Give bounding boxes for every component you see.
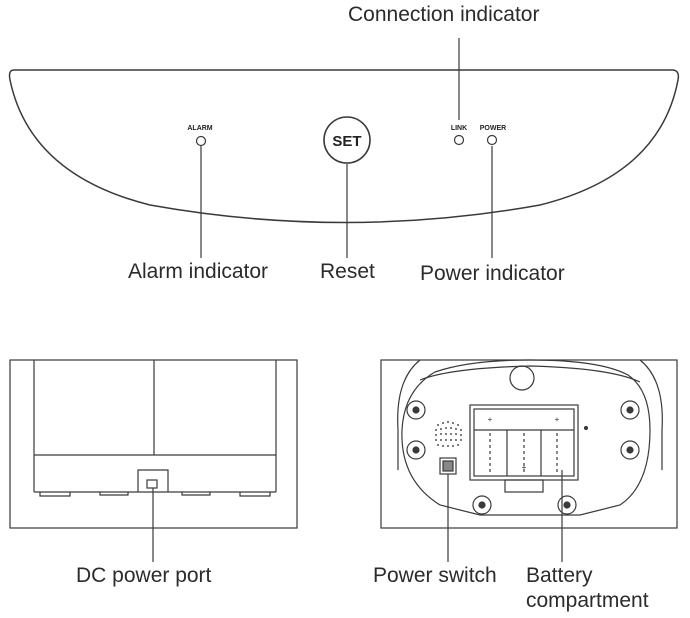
reset-label: Reset bbox=[320, 260, 375, 283]
power-switch-label: Power switch bbox=[373, 564, 497, 587]
battery-compartment-icon: + + + bbox=[469, 404, 589, 493]
top-panel-outline bbox=[8, 69, 680, 224]
svg-text:+: + bbox=[522, 463, 527, 472]
underside-view: + + + bbox=[380, 359, 678, 529]
underside-body-outline bbox=[401, 359, 651, 516]
link-led-icon bbox=[453, 134, 465, 146]
link-led-label: LINK bbox=[451, 125, 467, 132]
power-led-label: POWER bbox=[480, 125, 506, 132]
dc-port-icon bbox=[137, 469, 169, 492]
screw-icon bbox=[406, 400, 640, 515]
speaker-grille-icon bbox=[435, 421, 462, 447]
power-indicator-label: Power indicator bbox=[420, 262, 565, 285]
power-led-icon bbox=[486, 134, 498, 146]
set-button[interactable]: SET bbox=[323, 116, 371, 164]
underside-view-frame bbox=[380, 359, 678, 529]
svg-text:+: + bbox=[555, 415, 560, 424]
alarm-led-label: ALARM bbox=[187, 125, 212, 132]
dc-power-port-label: DC power port bbox=[76, 564, 212, 587]
connection-indicator-label: Connection indicator bbox=[348, 3, 540, 26]
battery-compartment-label-line2: compartment bbox=[526, 589, 649, 612]
svg-text:+: + bbox=[488, 415, 493, 424]
battery-compartment-label-line1: Battery bbox=[526, 564, 593, 587]
alarm-led-icon bbox=[195, 135, 207, 147]
top-panel bbox=[8, 69, 680, 224]
alarm-indicator-label: Alarm indicator bbox=[128, 260, 269, 283]
set-button-label: SET bbox=[332, 133, 361, 150]
